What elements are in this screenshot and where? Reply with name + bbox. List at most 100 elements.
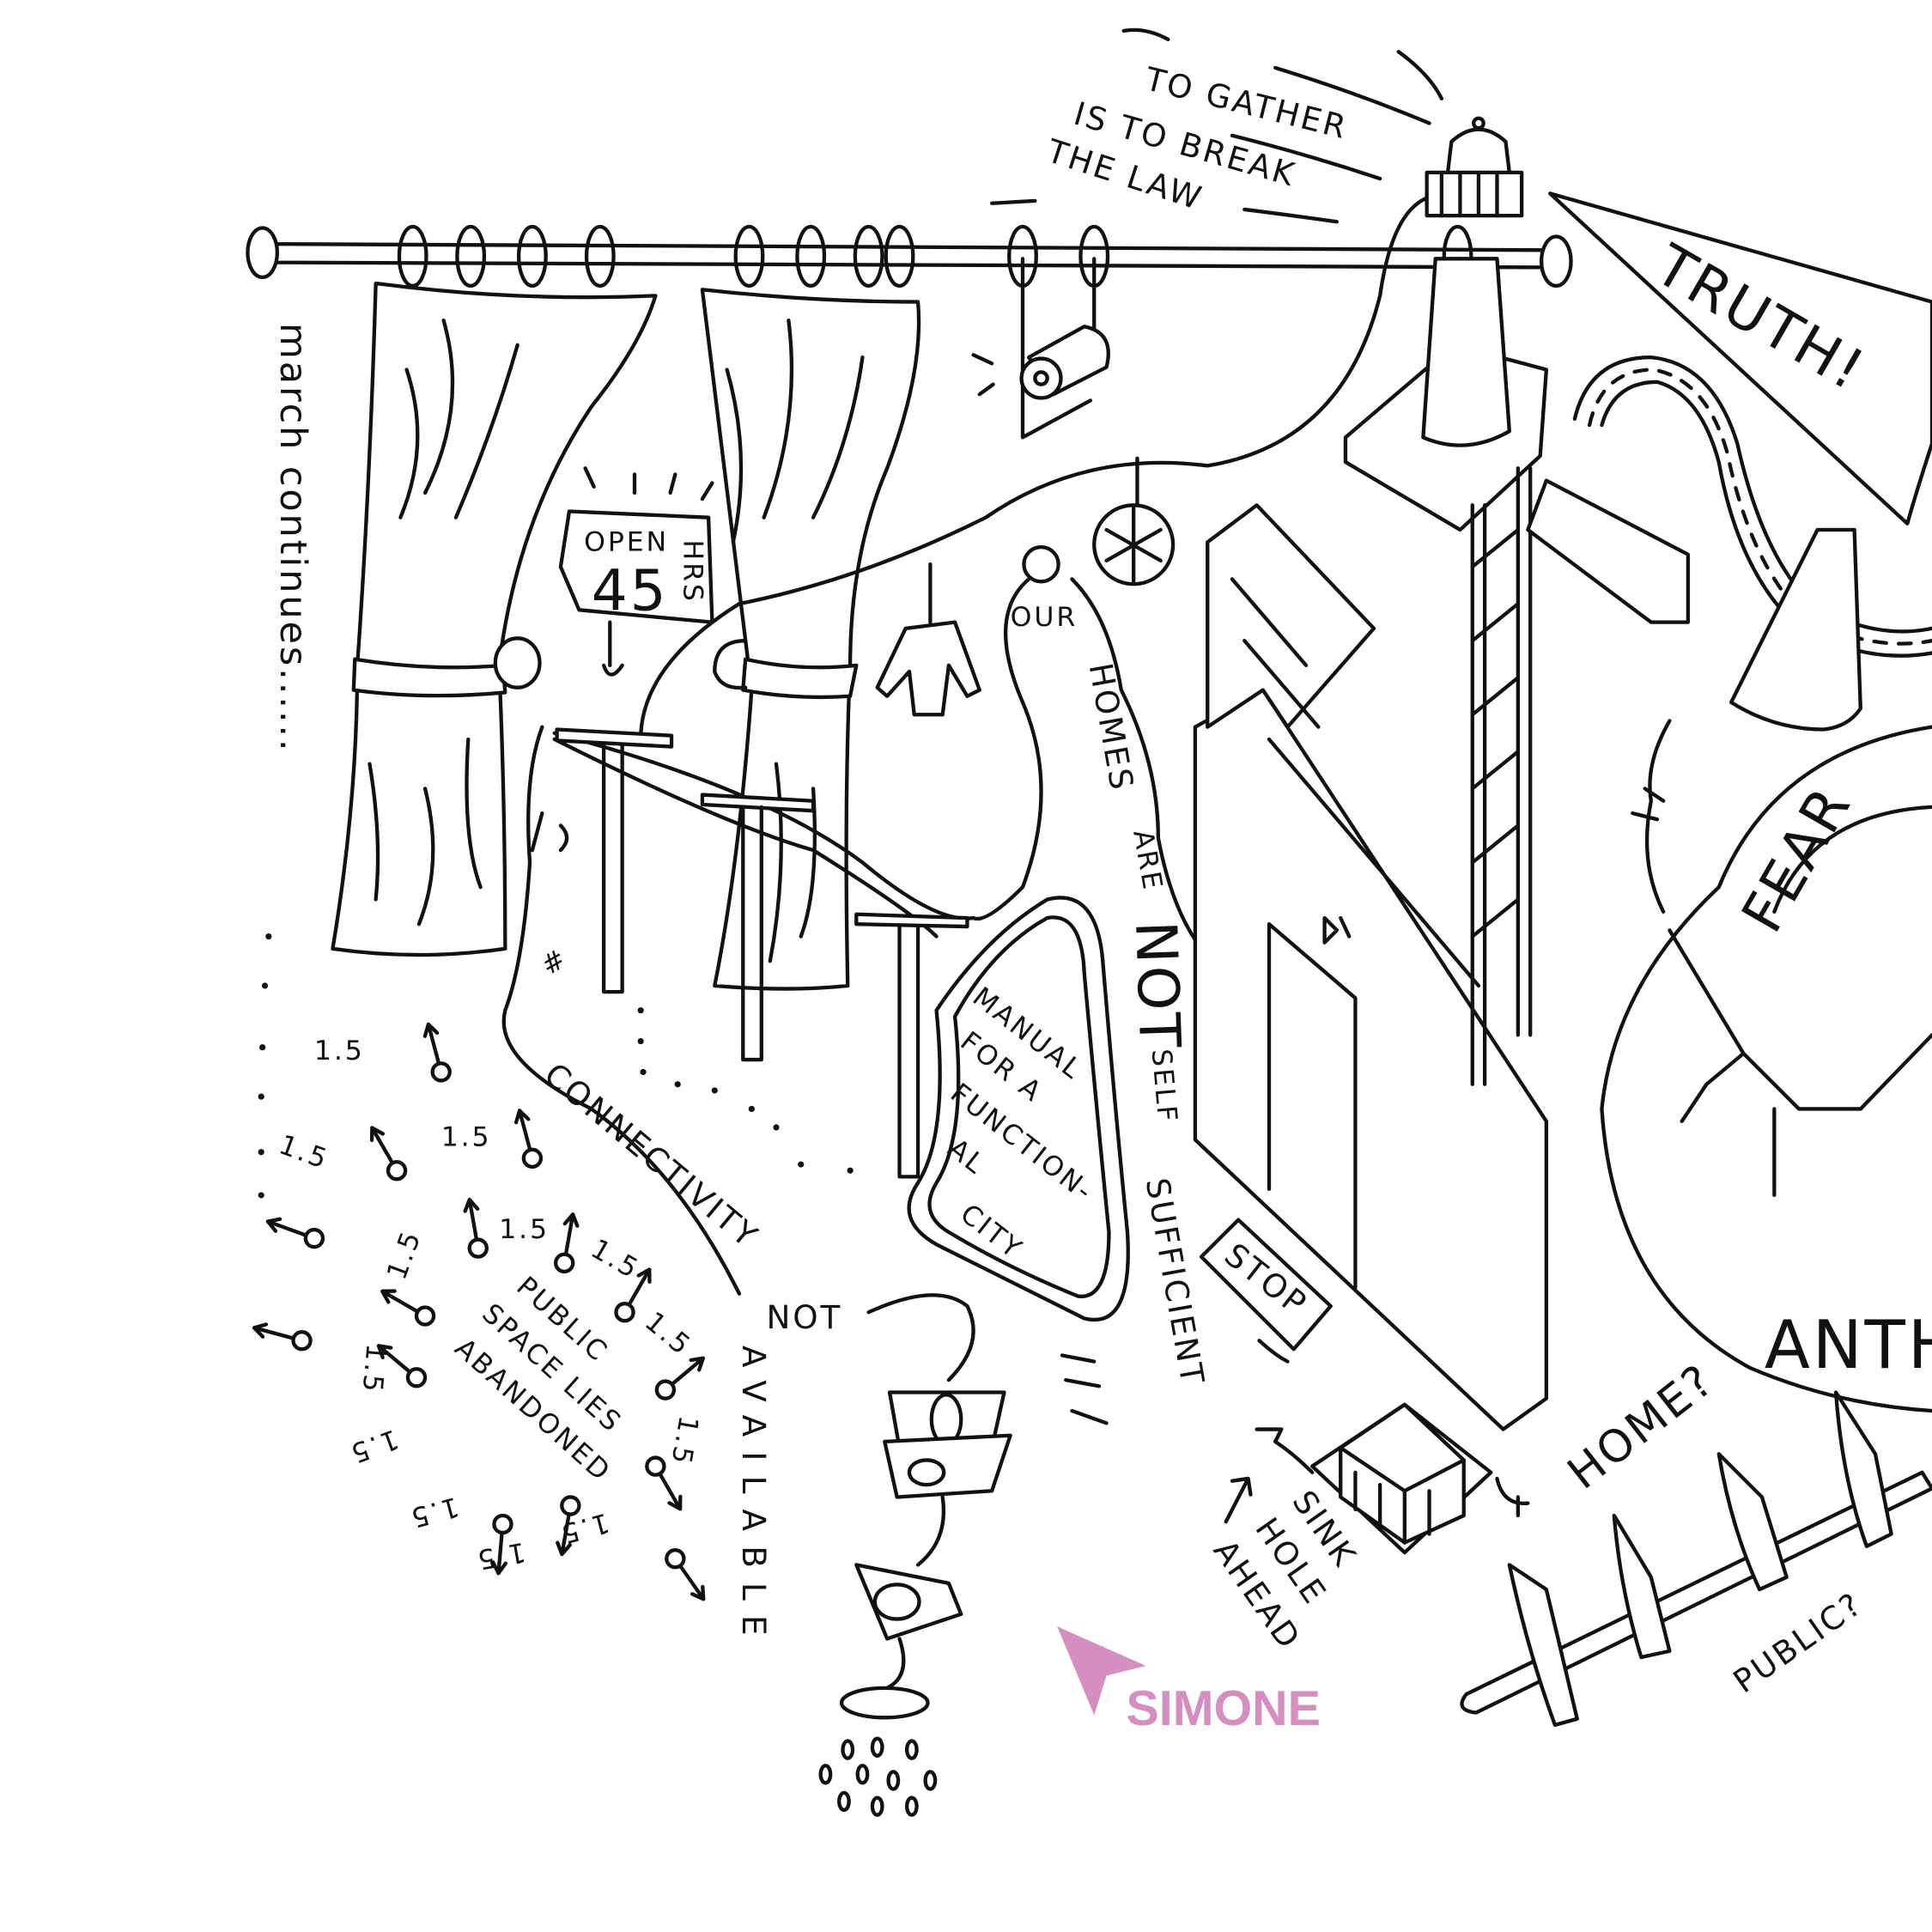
trail-dot: [847, 1167, 854, 1174]
trail-dot: [261, 982, 269, 989]
distance-label: 1.5: [405, 1491, 462, 1534]
public-space-text: PUBLIC SPACE LIES ABANDONED: [449, 1271, 628, 1488]
self-text: SELF: [1145, 1048, 1182, 1125]
water-drop: [837, 1790, 851, 1813]
trail-dot: [265, 933, 272, 940]
curtain-ring: [516, 224, 548, 289]
distance-marker: [645, 1455, 683, 1511]
hanging-items: [875, 456, 1176, 717]
slogan: TO GATHER IS TO BREAK THE LAW: [989, 27, 1444, 224]
toilet-roll: [971, 257, 1110, 440]
curtain-rod: [246, 224, 1573, 289]
distance-marker: [265, 1217, 325, 1249]
distance-marker: [380, 1289, 436, 1327]
hash-mark: #: [537, 943, 574, 982]
sufficient-text: SUFFICIENT: [1139, 1176, 1212, 1389]
collaborator-cursor: SIMONE: [1057, 1626, 1321, 1736]
manual-island: MANUAL FOR A FUNCTION- AL CITY: [907, 896, 1130, 1425]
open-hours-sign: OPEN HRS 45: [558, 466, 714, 677]
cursor-arrow-icon: [1057, 1626, 1146, 1716]
trail-dot: [258, 1192, 264, 1199]
curtain-ring: [853, 224, 884, 289]
not-available: NOT AVAILABLE: [735, 1293, 975, 1650]
homes-text: HOMES: [1082, 660, 1142, 795]
hrs-text: HRS: [677, 540, 708, 604]
distance-marker: [376, 1344, 428, 1388]
manual-line-4: AL: [942, 1133, 992, 1182]
stair-building: [1193, 466, 1691, 1431]
distance-marker: [614, 1267, 652, 1323]
distance-marker: [252, 1322, 313, 1352]
distance-label: 1.5: [586, 1234, 645, 1286]
not-text: NOT: [1122, 920, 1193, 1051]
water-drop: [904, 1739, 919, 1760]
elevated-road: #: [501, 725, 975, 1296]
distance-marker: [422, 1022, 452, 1083]
our-text: OUR: [1011, 602, 1078, 633]
curtain-ring: [733, 224, 765, 289]
distance-marker: [369, 1126, 408, 1182]
are-text: ARE: [1127, 828, 1168, 894]
available-text: AVAILABLE: [735, 1346, 773, 1650]
trail-dot: [258, 1149, 264, 1156]
water-drop: [818, 1764, 833, 1785]
distance-marker: [463, 1197, 489, 1259]
water-drop: [886, 1770, 901, 1791]
not-available-not: NOT: [767, 1298, 843, 1336]
trail-dot: [637, 1007, 644, 1014]
fear-text: FEAR: [1728, 775, 1864, 943]
distance-label: 1.5: [356, 1342, 392, 1395]
dotted-trail: [258, 933, 854, 1199]
water-drop: [870, 1795, 884, 1817]
curtain-ring: [795, 224, 827, 289]
distance-label: 1.5: [441, 1122, 492, 1153]
trail-dot: [748, 1105, 755, 1113]
water-drop: [904, 1795, 919, 1817]
curtain-right: [700, 288, 921, 991]
water-drop: [855, 1764, 870, 1785]
trail-dot: [640, 1068, 647, 1075]
trail-dot: [798, 1161, 805, 1168]
home-question-text: HOME?: [1558, 1354, 1724, 1499]
distance-label: 1.5: [344, 1423, 403, 1469]
distance-marker: [665, 1548, 706, 1601]
curtain-left: [331, 281, 658, 957]
distance-marker: [654, 1356, 705, 1400]
distance-label: 1.5: [499, 1214, 550, 1245]
curtain-ring: [397, 224, 428, 289]
sinkhole: SINK HOLE AHEAD: [1206, 1402, 1530, 1657]
curtain-ring: [584, 224, 616, 289]
curtain-ring: [455, 224, 487, 289]
trail-dot: [259, 1044, 266, 1051]
cursor-name-label: SIMONE: [1127, 1681, 1321, 1736]
cable: [639, 195, 1431, 742]
trail-dot: [258, 1093, 264, 1100]
trail-dot: [773, 1124, 780, 1131]
water-drop: [841, 1739, 855, 1760]
public-question-text: PUBLIC?: [1726, 1584, 1869, 1700]
traffic-cone: [1728, 527, 1862, 732]
distance-marker: [513, 1109, 544, 1170]
trail-dot: [637, 1037, 644, 1045]
truth-pennant: TRUTH!: [1548, 191, 1932, 526]
water-drop: [870, 1736, 884, 1758]
distance-label: 1.5: [314, 1036, 365, 1066]
distance-label: 1.5: [639, 1306, 697, 1362]
distance-label: 1.5: [381, 1226, 428, 1285]
water-drop: [923, 1770, 938, 1791]
distance-label: 1.5: [665, 1413, 704, 1468]
shower: [818, 1390, 1012, 1817]
distance-label: 1.5: [275, 1129, 333, 1176]
distance-marker: [491, 1513, 513, 1576]
trail-dot: [711, 1087, 718, 1094]
distance-marker: [554, 1212, 580, 1274]
hours-text: 45: [592, 557, 669, 623]
lighthouse: [1343, 116, 1549, 532]
trail-dot: [674, 1081, 681, 1088]
curtain-ring: [884, 224, 915, 289]
